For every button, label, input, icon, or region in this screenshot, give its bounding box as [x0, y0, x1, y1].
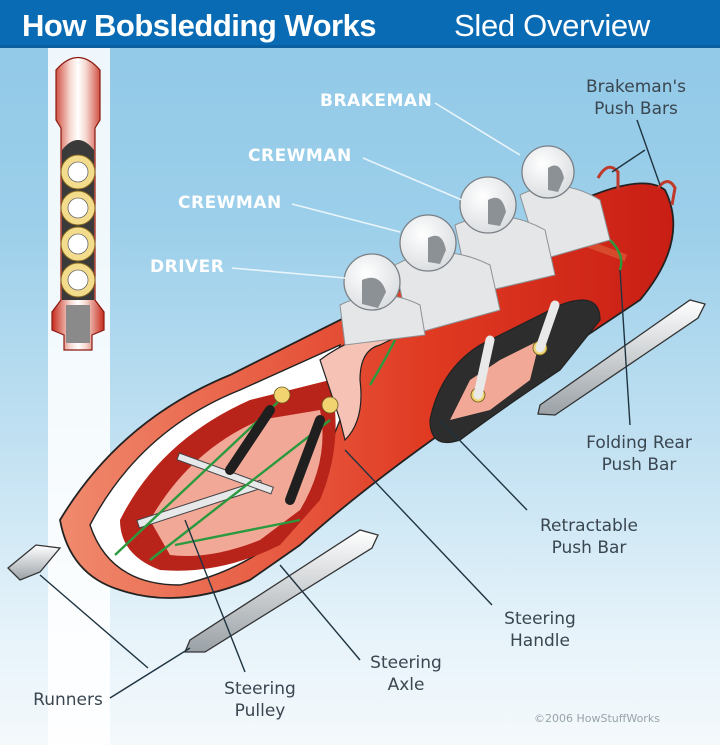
- label-line: Steering: [224, 679, 296, 699]
- label-line: Folding Rear: [586, 433, 692, 453]
- label-retractable-push-bar: Retractable Push Bar: [530, 515, 648, 559]
- arms: [225, 405, 325, 505]
- label-crewman-rear: CREWMAN: [248, 146, 352, 166]
- label-line: Handle: [510, 631, 570, 651]
- label-crewman-front: CREWMAN: [178, 193, 282, 213]
- label-line: Push Bars: [594, 99, 678, 119]
- label-runners: Runners: [22, 689, 114, 711]
- title-main: How Bobsledding Works: [22, 8, 377, 43]
- copyright: ©2006 HowStuffWorks: [534, 712, 660, 725]
- title-subtitle: Sled Overview: [454, 8, 650, 43]
- label-folding-rear-push-bar: Folding Rear Push Bar: [574, 432, 704, 476]
- brakemans-push-bars: [596, 165, 677, 206]
- label-steering-pulley: Steering Pulley: [212, 678, 308, 722]
- label-line: Steering: [504, 609, 576, 629]
- leader-lines-parts: [39, 119, 661, 699]
- sled-body: [59, 182, 675, 599]
- label-driver: DRIVER: [150, 257, 225, 277]
- label-line: Pulley: [234, 701, 286, 721]
- label-brakeman: BRAKEMAN: [320, 91, 433, 111]
- label-line: Retractable: [540, 516, 638, 536]
- driver-figure: [339, 253, 426, 346]
- label-steering-axle: Steering Axle: [358, 652, 454, 696]
- label-line: Push Bar: [551, 538, 627, 558]
- label-line: Steering: [370, 653, 442, 673]
- steering-cables: [114, 239, 623, 561]
- label-line: Brakeman's: [585, 77, 687, 97]
- top-view-sled: [51, 56, 105, 351]
- label-line: Push Bar: [601, 455, 677, 475]
- label-line: Runners: [33, 690, 103, 710]
- label-steering-handle: Steering Handle: [492, 608, 588, 652]
- label-line: Axle: [387, 675, 425, 695]
- rear-crew-arms: [473, 300, 560, 400]
- crew: [339, 145, 611, 346]
- label-brakemans-push-bars: Brakeman's Push Bars: [576, 76, 696, 120]
- title-bar: How Bobsledding Works Sled Overview: [0, 0, 720, 48]
- leader-lines-crew: [231, 102, 521, 279]
